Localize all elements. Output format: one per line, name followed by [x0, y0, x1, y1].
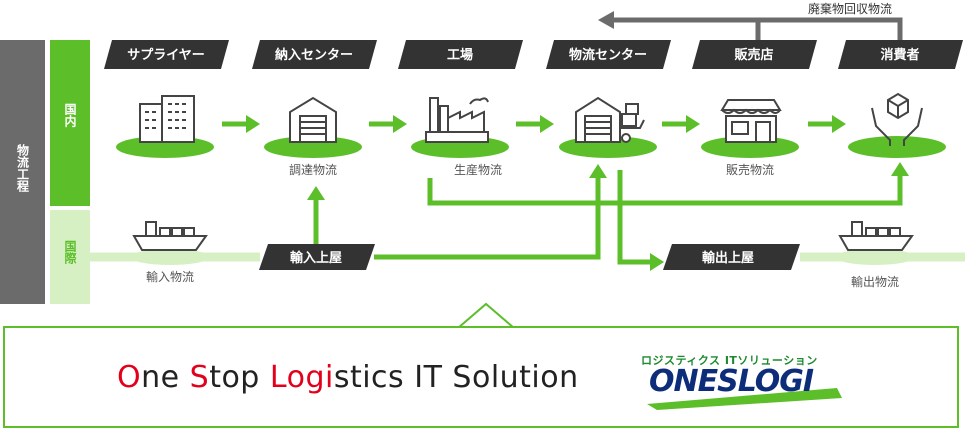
stage-header-4: [546, 40, 671, 69]
international-label: 国際: [63, 240, 77, 265]
production-flow-lines: [307, 162, 909, 271]
panel-pointer: [458, 302, 514, 326]
logo-swoosh: [647, 388, 842, 410]
solution-panel: One Stop Logistics IT Solution ロジスティクス I…: [3, 326, 959, 428]
domestic-flow-arrows: [222, 115, 846, 133]
logo-name: ONESLOGI: [649, 364, 814, 399]
tagline-part-7: stics IT Solution: [333, 360, 579, 395]
stage-header-5: [692, 40, 817, 69]
tagline-part-2: ne: [141, 360, 190, 395]
warehouse-icon: [289, 96, 337, 143]
tagline: One Stop Logistics IT Solution: [117, 360, 579, 395]
oneslogi-logo: ロジスティクス ITソリューション ONESLOGI: [637, 352, 852, 412]
production-flow-label: 生産物流: [454, 162, 502, 177]
building-icon: [139, 95, 195, 143]
domestic-bar: [50, 40, 90, 206]
import-flow-label: 輸入物流: [146, 269, 194, 284]
export-ship-icon: [838, 221, 914, 251]
stage-header-2: [252, 40, 377, 69]
logo-subtitle: ロジスティクス ITソリューション: [641, 354, 818, 367]
consumer-hands-icon: [871, 92, 923, 146]
process-bar: [0, 40, 45, 304]
import-shed-label: 輸入上屋: [290, 250, 342, 266]
process-label: 物流工程: [16, 143, 30, 193]
stage-label-4: 物流センター: [569, 47, 647, 63]
recovery-label: 廃棄物回収物流: [808, 1, 892, 16]
international-bar: [50, 210, 90, 304]
import-shed-tag: [259, 244, 375, 270]
shop-icon: [720, 99, 782, 143]
stage-label-2: 納入センター: [275, 47, 353, 63]
sales-flow-label: 販売物流: [726, 162, 774, 177]
tagline-part-1: O: [117, 360, 142, 395]
stage-label-3: 工場: [447, 47, 473, 63]
recovery-arrow: [612, 17, 903, 40]
export-flow-label: 輸出物流: [851, 274, 899, 289]
export-shed-label: 輸出上屋: [702, 250, 754, 266]
stage-header-6: [838, 40, 963, 69]
stage-header-3: [398, 40, 523, 69]
import-ship-icon: [132, 221, 208, 251]
stage-label-5: 販売店: [734, 47, 773, 63]
stage-label-1: サプライヤー: [127, 48, 205, 63]
tagline-part-5: Lo: [269, 360, 306, 395]
tagline-part-4: top: [209, 360, 270, 395]
logistics-flow-diagram: 物流工程 国内 国際 廃棄物回収物流 サプライヤー納入センター工場物流センター販…: [0, 1, 965, 326]
export-shed-tag: [663, 244, 800, 270]
tagline-part-6: gi: [305, 360, 334, 395]
tagline-part-3: S: [189, 360, 210, 395]
stage-header-1: [104, 40, 229, 69]
domestic-label: 国内: [63, 103, 77, 128]
stage-label-6: 消費者: [880, 47, 919, 63]
procurement-flow-label: 調達物流: [289, 163, 337, 177]
distribution-center-icon: [575, 96, 645, 143]
factory-icon: [425, 97, 489, 143]
